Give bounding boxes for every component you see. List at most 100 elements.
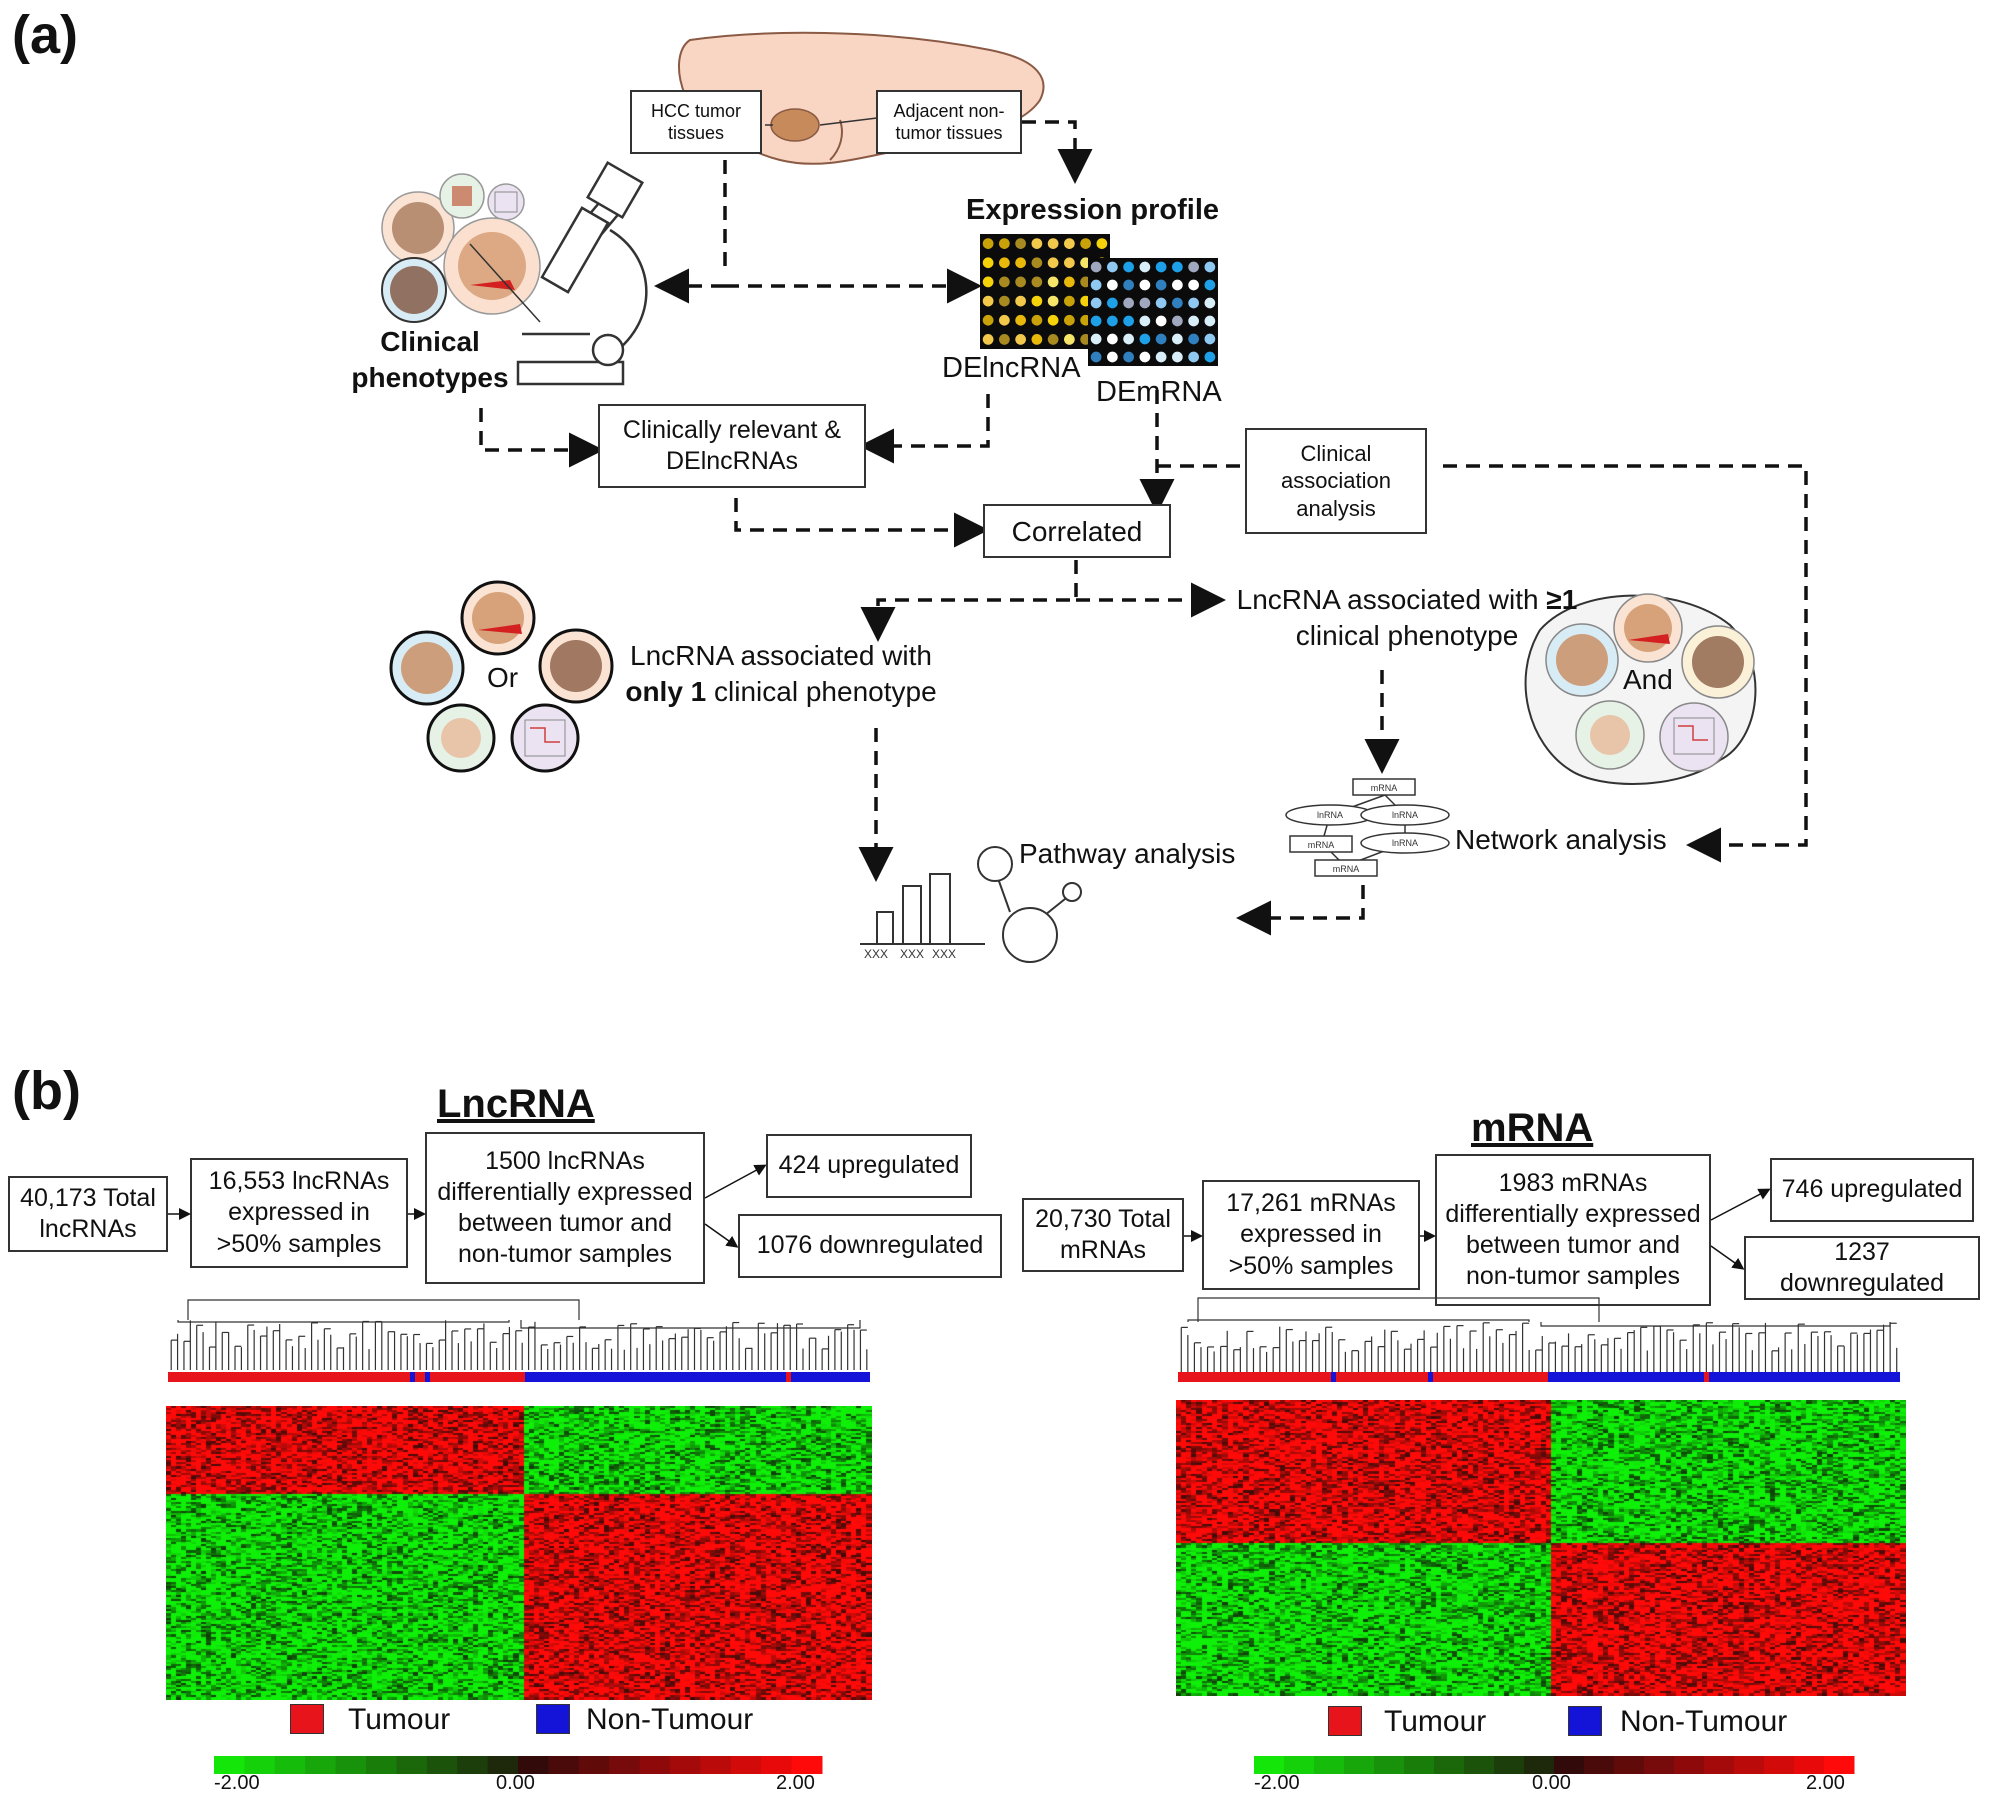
dendro-branch: [1540, 1322, 1891, 1327]
array-spot: [1064, 257, 1075, 269]
non-tumour-segment: [1331, 1372, 1336, 1382]
network-analysis-label: Network analysis: [1455, 824, 1667, 855]
mrna-expressed-box: 17,261 mRNAs expressed in >50% samples: [1202, 1180, 1420, 1290]
array-spot: [1015, 314, 1026, 326]
adjacent-tissue-box: Adjacent non-tumor tissues: [876, 90, 1022, 154]
pathway-node-icon: [977, 846, 1082, 963]
scale-cell: [1824, 1756, 1855, 1774]
scale-cell: [457, 1756, 489, 1774]
panel-b-arrows: [168, 1164, 1771, 1270]
array-spot: [1204, 315, 1216, 327]
scale-cell: [1644, 1756, 1675, 1774]
lncrna-expressed-box: 16,553 lncRNAs expressed in >50% samples: [190, 1158, 408, 1268]
lncrna-title: LncRNA: [437, 1082, 595, 1126]
scale-cell: [1674, 1756, 1705, 1774]
non-tumour-segment: [425, 1372, 430, 1382]
array-spot: [1107, 315, 1118, 327]
array-spot: [1188, 333, 1199, 345]
array-spot: [1139, 297, 1151, 309]
array-spot: [1031, 238, 1043, 249]
scale-cell: [1374, 1756, 1405, 1774]
array-spot: [1188, 297, 1199, 309]
array-spot: [1031, 314, 1043, 326]
array-spot: [1015, 334, 1026, 345]
non-tumour-segment: [1548, 1372, 1900, 1382]
panel-b-graphics: [168, 1164, 1900, 1774]
lncrna-scale-max: 2.00: [776, 1772, 815, 1794]
array-spot: [982, 334, 994, 345]
dendro-branch: [187, 1299, 580, 1320]
mrna-dendrogram: [1180, 1297, 1898, 1372]
array-spot: [1015, 238, 1026, 249]
panel-a-label: (a): [12, 5, 78, 65]
array-spot: [1123, 297, 1134, 309]
array-spot: [1155, 315, 1167, 327]
array-spot: [1204, 261, 1216, 273]
array-spot: [999, 295, 1010, 307]
clinical-association-box: Clinical association analysis: [1245, 428, 1427, 534]
scale-cell: [609, 1756, 641, 1774]
array-spot: [1107, 333, 1118, 345]
array-spot: [1139, 333, 1151, 345]
lncrna-heatmap: [166, 1406, 872, 1700]
clinical-phenotypes-label: Clinical phenotypes: [351, 326, 509, 394]
array-spot: [1123, 315, 1134, 327]
scale-cell: [1434, 1756, 1465, 1774]
array-spot: [1090, 297, 1102, 309]
scale-cell: [761, 1756, 793, 1774]
non-tumour-segment: [1428, 1372, 1433, 1382]
scale-cell: [244, 1756, 276, 1774]
scale-cell: [639, 1756, 671, 1774]
scale-cell: [1554, 1756, 1585, 1774]
array-spot: [1155, 261, 1167, 273]
array-spot: [1172, 279, 1183, 291]
scale-cell: [305, 1756, 337, 1774]
lncrna-nontumour-swatch: [536, 1704, 570, 1734]
bar-tick-2: XXX: [900, 947, 924, 961]
array-spot: [999, 314, 1010, 326]
array-spot: [1204, 351, 1216, 363]
scale-cell: [1704, 1756, 1735, 1774]
array-spot: [1123, 279, 1134, 291]
lncrna-nontumour-label: Non-Tumour: [586, 1703, 754, 1736]
dendro-branch: [1197, 1297, 1600, 1322]
array-spot: [1188, 279, 1199, 291]
array-spot: [1047, 276, 1059, 288]
array-spot: [1107, 297, 1118, 309]
scale-cell: [1464, 1756, 1495, 1774]
lncrna-diff-box: 1500 lncRNAs differentially expressed be…: [425, 1132, 705, 1284]
array-spot: [1047, 334, 1059, 345]
delncrna-label: DElncRNA: [942, 352, 1081, 384]
panel-b-label: (b): [12, 1061, 81, 1121]
array-spot: [982, 257, 994, 269]
array-spot: [1047, 238, 1059, 249]
net-lnrna-1: lnRNA: [1317, 810, 1343, 820]
array-spot: [1139, 261, 1151, 273]
array-spot: [1031, 295, 1043, 307]
hcc-tumor-box: HCC tumor tissues: [630, 90, 762, 154]
lncrna-down-box: 1076 downregulated: [738, 1214, 1002, 1278]
tumour-segment: [1178, 1372, 1548, 1382]
scale-cell: [700, 1756, 732, 1774]
non-tumour-segment: [410, 1372, 415, 1382]
scale-cell: [1794, 1756, 1825, 1774]
array-spot: [1031, 257, 1043, 269]
scale-cell: [1734, 1756, 1765, 1774]
array-spot: [1047, 314, 1059, 326]
array-spot: [1188, 315, 1199, 327]
scale-cell: [426, 1756, 458, 1774]
lncrna-ge1-text: LncRNA associated with ≥1 clinical pheno…: [1236, 584, 1578, 652]
mrna-scale-mid: 0.00: [1532, 1772, 1571, 1794]
scale-cell: [1524, 1756, 1555, 1774]
array-spot: [1107, 261, 1118, 273]
scale-cell: [214, 1756, 245, 1774]
scale-cell: [1314, 1756, 1345, 1774]
array-spot: [1204, 297, 1216, 309]
dendro-branch: [1187, 1319, 1530, 1322]
lncrna-total-box: 40,173 Total lncRNAs: [8, 1176, 168, 1252]
scale-cell: [1584, 1756, 1615, 1774]
net-mrna-2: mRNA: [1308, 840, 1335, 850]
tumour-segment: [1704, 1372, 1709, 1382]
mrna-diff-box: 1983 mRNAs differentially expressed betw…: [1435, 1154, 1711, 1306]
mrna-color-scale: [1254, 1756, 1855, 1774]
